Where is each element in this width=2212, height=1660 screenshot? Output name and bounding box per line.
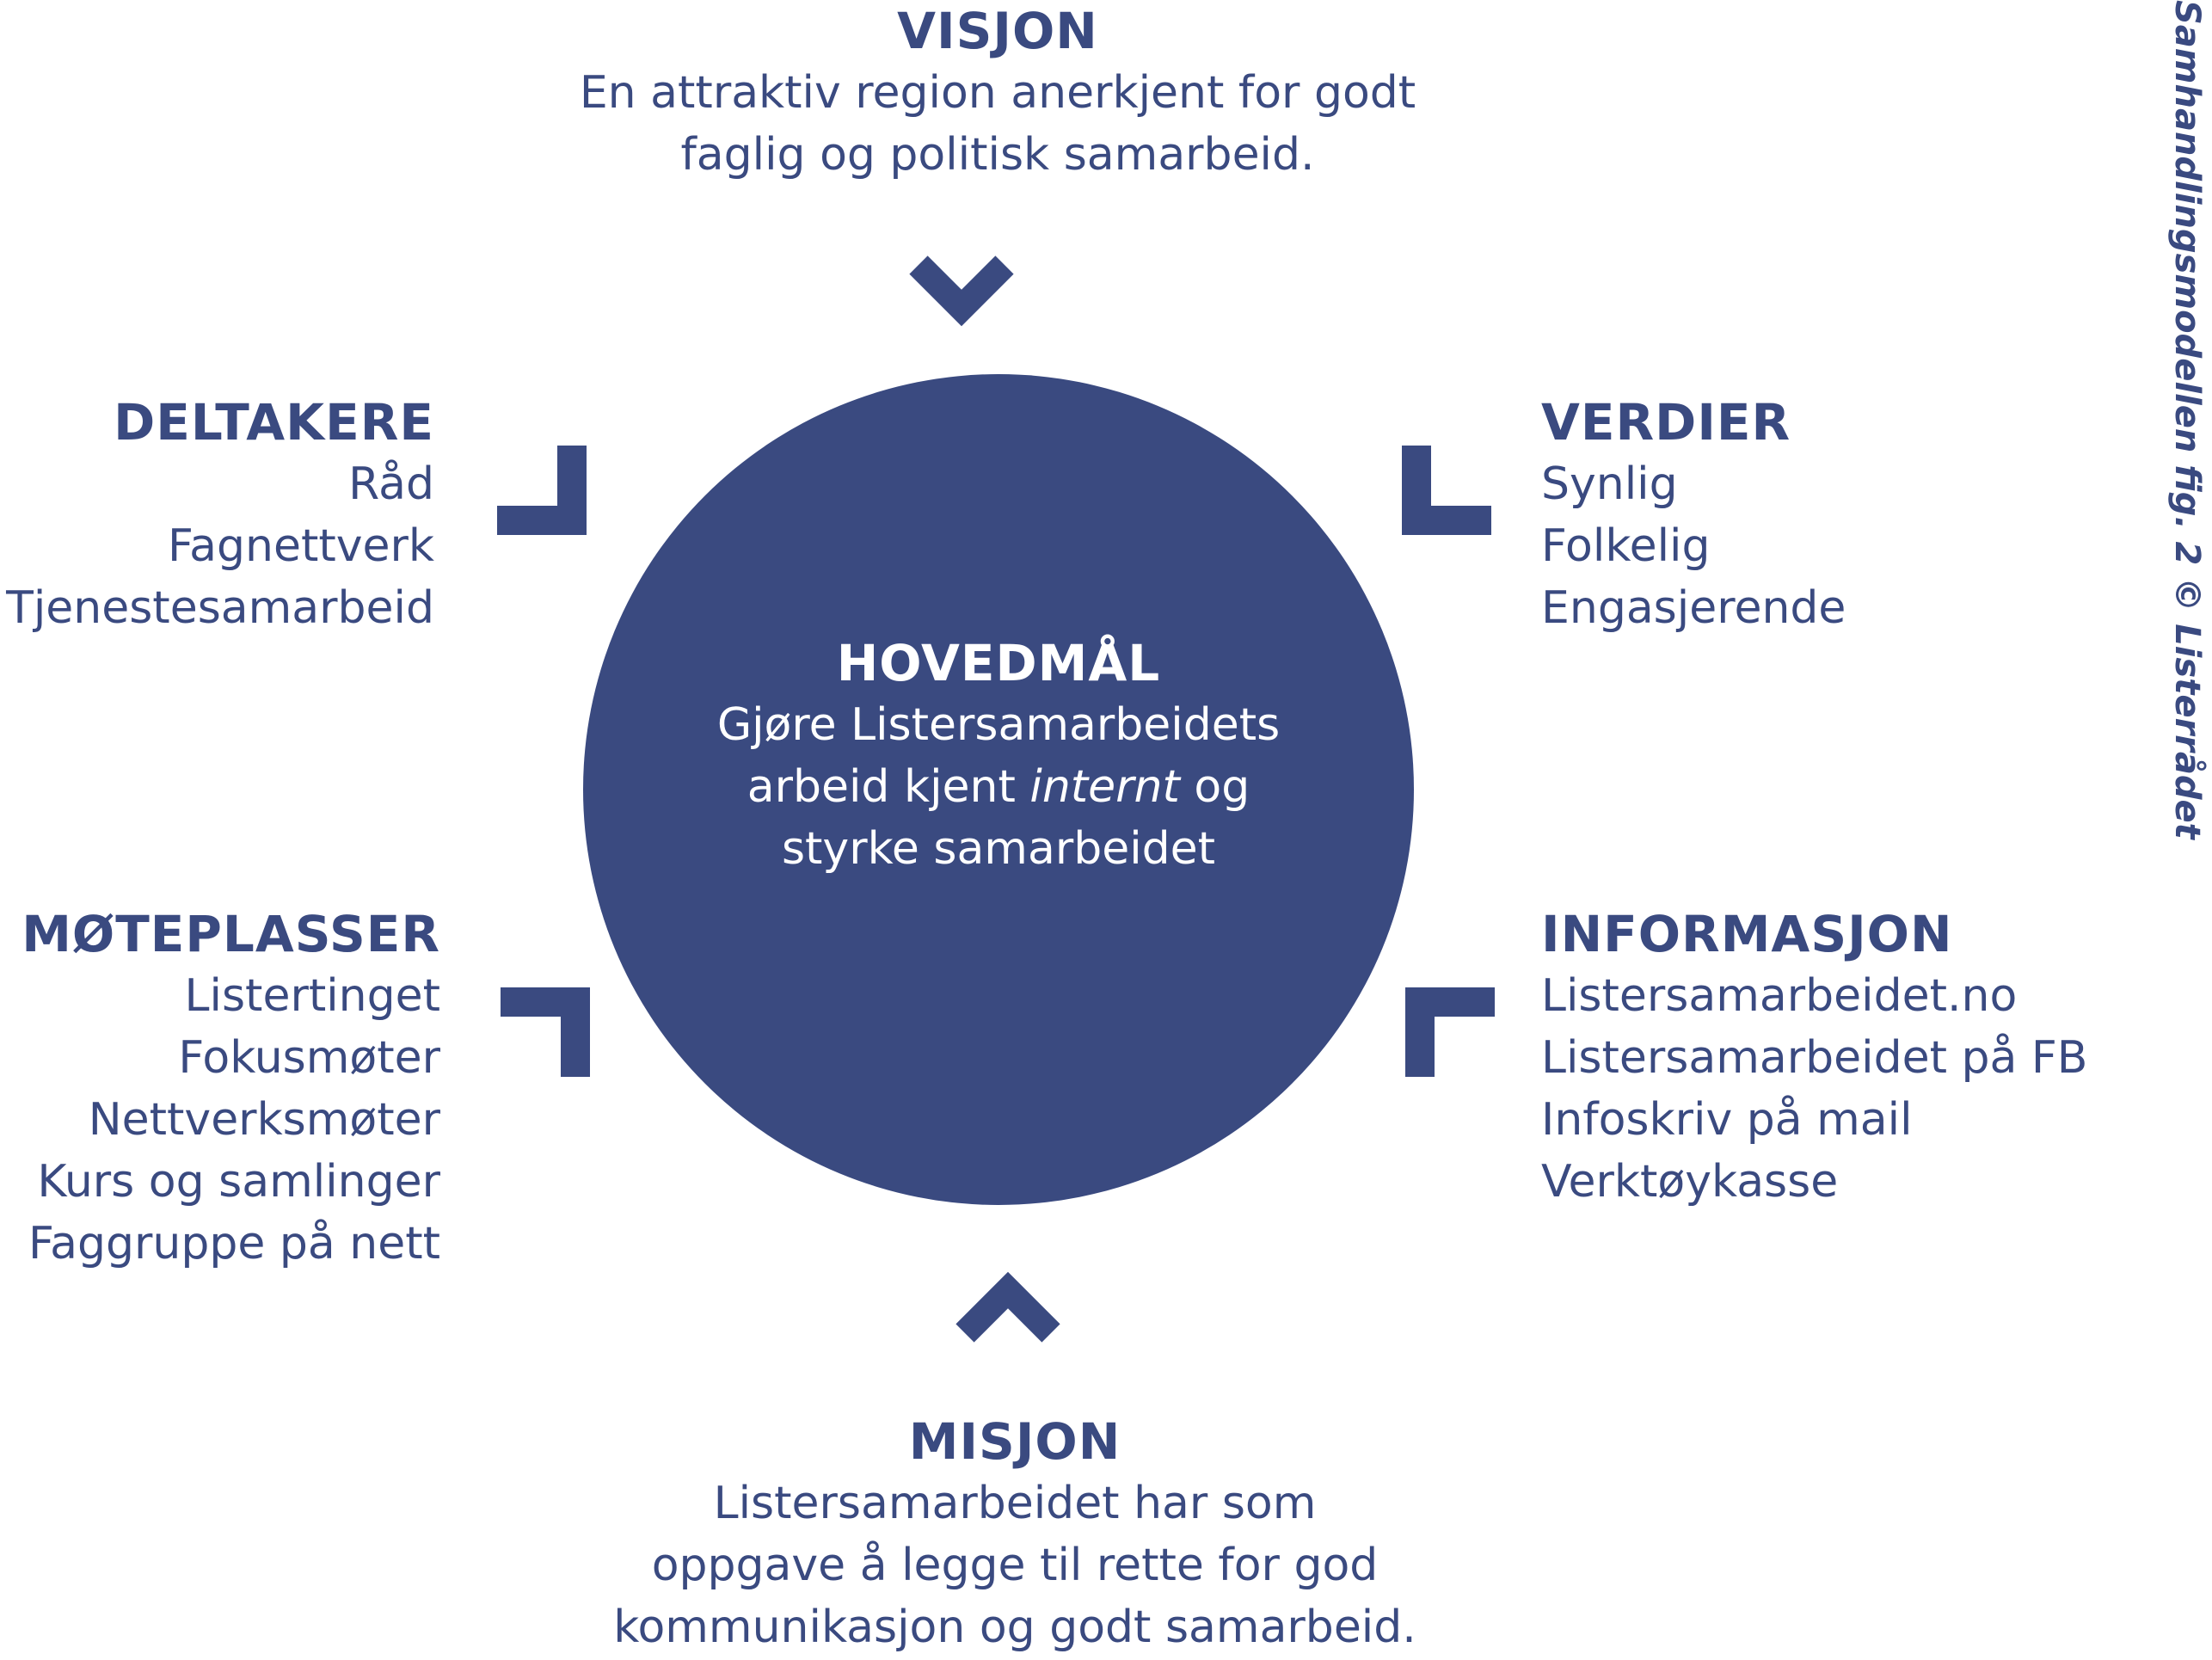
informasjon-heading: INFORMASJON — [1541, 905, 1953, 963]
informasjon-item: Listersamarbeidet på FB — [1541, 1032, 2088, 1084]
hovedmal-text: HOVEDMÅL Gjøre Listersamarbeidets arbeid… — [583, 632, 1414, 880]
informasjon-item: Listersamarbeidet.no — [1541, 970, 2018, 1022]
informasjon-block: INFORMASJON Listersamarbeidet.no Listers… — [1541, 903, 2143, 1213]
corner-bracket-icon — [497, 446, 587, 535]
visjon-line: En attraktiv region anerkjent for godt — [579, 67, 1416, 119]
informasjon-item: Infoskriv på mail — [1541, 1094, 1913, 1146]
visjon-block: VISJON En attraktiv region anerkjent for… — [499, 0, 1496, 186]
visjon-line: faglig og politisk samarbeid. — [680, 129, 1315, 181]
deltakere-heading: DELTAKERE — [114, 393, 434, 452]
moteplasser-item: Fokusmøter — [178, 1032, 440, 1084]
hovedmal-text-part: og — [1179, 761, 1250, 813]
misjon-line: Listersamarbeidet har som — [713, 1478, 1317, 1529]
hovedmal-text-part: arbeid kjent — [747, 761, 1030, 813]
verdier-item: Folkelig — [1541, 520, 1711, 572]
moteplasser-heading: MØTEPLASSER — [22, 905, 440, 963]
deltakere-item: Fagnettverk — [168, 520, 434, 572]
deltakere-item: Tjenestesamarbeid — [6, 582, 434, 634]
figure-caption: Samhandlingsmodellen fig. 2 © Listerråde… — [2167, 0, 2207, 839]
visjon-heading: VISJON — [897, 2, 1098, 60]
moteplasser-item: Nettverksmøter — [88, 1094, 440, 1146]
verdier-block: VERDIER Synlig Folkelig Engasjerende — [1541, 391, 2143, 639]
hovedmal-circle — [583, 374, 1414, 1205]
verdier-item: Engasjerende — [1541, 582, 1846, 634]
misjon-line: kommunikasjon og godt samarbeid. — [613, 1602, 1416, 1653]
misjon-heading: MISJON — [908, 1412, 1121, 1471]
chevron-up-icon — [955, 1271, 1060, 1343]
moteplasser-block: MØTEPLASSER Listertinget Fokusmøter Nett… — [0, 903, 440, 1275]
chevron-down-icon — [909, 255, 1014, 327]
informasjon-item: Verktøykasse — [1541, 1156, 1839, 1208]
corner-bracket-icon — [1402, 446, 1491, 535]
moteplasser-item: Faggruppe på nett — [28, 1218, 440, 1270]
figure-caption-text: Samhandlingsmodellen fig. 2 © Listerråde… — [2167, 0, 2207, 839]
deltakere-block: DELTAKERE Råd Fagnettverk Tjenestesamarb… — [0, 391, 434, 639]
misjon-line: oppgave å legge til rette for god — [651, 1540, 1379, 1591]
hovedmal-heading: HOVEDMÅL — [836, 634, 1161, 692]
corner-bracket-icon — [501, 987, 590, 1077]
hovedmal-line: styrke samarbeidet — [781, 823, 1216, 875]
verdier-heading: VERDIER — [1541, 393, 1791, 452]
hovedmal-line: Gjøre Listersamarbeidets — [716, 699, 1281, 751]
hovedmal-italic-word: internt — [1029, 761, 1180, 813]
misjon-block: MISJON Listersamarbeidet har som oppgave… — [516, 1411, 1514, 1658]
moteplasser-item: Listertinget — [184, 970, 440, 1022]
hovedmal-line: arbeid kjent internt og — [583, 756, 1414, 818]
verdier-item: Synlig — [1541, 458, 1678, 510]
deltakere-item: Råd — [348, 458, 434, 510]
moteplasser-item: Kurs og samlinger — [37, 1156, 440, 1208]
corner-bracket-icon — [1405, 987, 1495, 1077]
